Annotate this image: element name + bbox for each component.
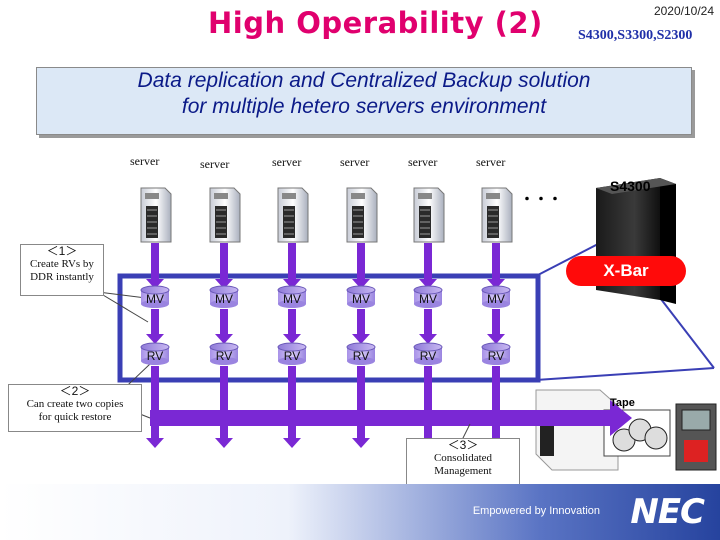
frame-link-top — [535, 243, 599, 277]
rv-volume: RV — [277, 342, 307, 365]
date-label: 2020/10/24 — [653, 4, 714, 18]
mv-volume: MV — [209, 285, 239, 308]
footer-band — [0, 484, 720, 540]
more-servers-ellipsis: ・・・ — [520, 191, 562, 207]
rv-volume: RV — [209, 342, 239, 365]
server-to-mv-arrow — [215, 243, 233, 289]
storage-label: S4300 — [610, 178, 651, 194]
tape-label: Tape — [610, 397, 635, 409]
mv-to-rv-arrow — [419, 309, 437, 344]
rv-to-backup-arrow — [146, 366, 164, 448]
footer-tagline: Empowered by Innovation — [472, 505, 600, 517]
callout-3-leader — [461, 423, 471, 441]
page-title: High Operability (2) — [208, 6, 543, 40]
server-to-mv-arrow — [419, 243, 437, 289]
callout-number: ＜3＞ — [447, 438, 479, 452]
mv-label: MV — [146, 292, 164, 306]
server-to-mv-arrow — [352, 243, 370, 289]
mv-to-rv-arrow — [487, 309, 505, 344]
callout-text: Consolidated — [433, 452, 493, 464]
model-list: S4300,S3300,S2300 — [578, 28, 693, 43]
rv-volume: RV — [346, 342, 376, 365]
server-tower-icon — [277, 187, 309, 243]
rv-label: RV — [420, 349, 436, 363]
server-to-mv-arrow — [283, 243, 301, 289]
rv-to-backup-arrow — [352, 366, 370, 448]
mv-label: MV — [487, 292, 505, 306]
mv-volume: MV — [140, 285, 170, 308]
mv-label: MV — [352, 292, 370, 306]
server-to-mv-arrow — [146, 243, 164, 289]
rv-label: RV — [147, 349, 163, 363]
server-tower-icon — [209, 187, 241, 243]
rv-volume: RV — [413, 342, 443, 365]
rv-to-backup-arrow — [283, 366, 301, 448]
callout-consolidated-management: ＜3＞ Consolidated Management — [406, 438, 520, 490]
mv-label: MV — [215, 292, 233, 306]
rv-volume: RV — [140, 342, 170, 365]
callout-text: Management — [434, 465, 492, 477]
rv-label: RV — [488, 349, 504, 363]
server-label: server — [476, 155, 506, 169]
mv-volume: MV — [481, 285, 511, 308]
server-tower-icon — [413, 187, 445, 243]
rv-to-backup-arrow — [215, 366, 233, 448]
headline-line-2: for multiple hetero servers environment — [181, 95, 547, 118]
headline-line-1: Data replication and Centralized Backup … — [137, 69, 591, 92]
mv-to-rv-arrow — [146, 309, 164, 344]
nec-logo: NEC — [630, 492, 705, 532]
callout-number: ＜2＞ — [59, 384, 91, 398]
xbar-badge: X-Bar — [566, 256, 686, 286]
server-tower-icon — [346, 187, 378, 243]
backup-arrow — [150, 400, 632, 436]
server-label: server — [272, 155, 302, 169]
server-label: server — [130, 154, 160, 168]
frame-link-right — [653, 289, 715, 369]
callout-number: ＜1＞ — [46, 244, 78, 258]
mv-volume: MV — [277, 285, 307, 308]
server-to-mv-arrow — [487, 243, 505, 289]
server-tower-icon — [140, 187, 172, 243]
server-label: server — [408, 155, 438, 169]
mv-to-rv-arrow — [352, 309, 370, 344]
callout-create-rvs: ＜1＞ Create RVs by DDR instantly — [20, 244, 104, 296]
callout-text: for quick restore — [38, 411, 112, 423]
rv-label: RV — [353, 349, 369, 363]
mv-label: MV — [283, 292, 301, 306]
server-tower-icon — [481, 187, 513, 243]
rv-volume: RV — [481, 342, 511, 365]
callout-1-leader — [97, 291, 149, 323]
mv-volume: MV — [346, 285, 376, 308]
headline-box: Data replication and Centralized Backup … — [36, 67, 692, 135]
storage-frame — [117, 273, 541, 383]
callout-text: Can create two copies — [26, 398, 124, 410]
server-label: server — [340, 155, 370, 169]
mv-to-rv-arrow — [283, 309, 301, 344]
callout-text: DDR instantly — [30, 271, 94, 283]
mv-label: MV — [419, 292, 437, 306]
callout-text: Create RVs by — [30, 258, 94, 270]
mv-to-rv-arrow — [215, 309, 233, 344]
rv-label: RV — [284, 349, 300, 363]
mv-volume: MV — [413, 285, 443, 308]
frame-link-bottom — [535, 367, 715, 381]
server-label: server — [200, 157, 230, 171]
callout-1-leader-2 — [97, 291, 147, 299]
rv-label: RV — [216, 349, 232, 363]
callout-two-copies: ＜2＞ Can create two copies for quick rest… — [8, 384, 142, 432]
